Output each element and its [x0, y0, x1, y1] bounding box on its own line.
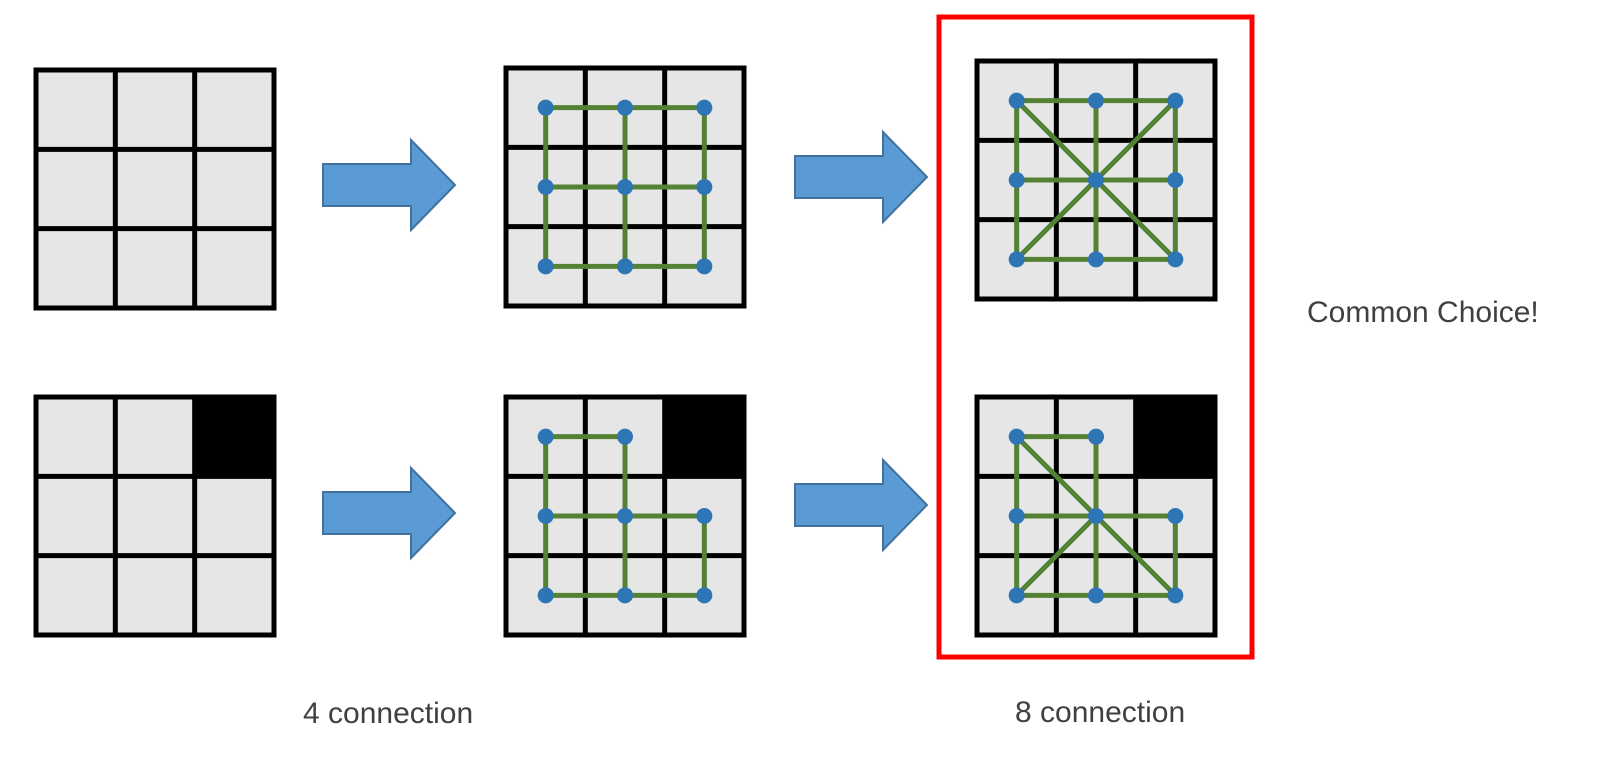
- grid-cell: [194, 149, 274, 229]
- connection-edge: [1093, 98, 1178, 183]
- grid-border: [974, 394, 1218, 638]
- grid-cell: [115, 476, 195, 556]
- blocked-cell: [194, 397, 274, 477]
- pixel-node: [1008, 508, 1025, 524]
- pixel-node: [1167, 508, 1184, 524]
- blocked-cell: [664, 397, 744, 477]
- bottom-plain-grid: [33, 394, 277, 638]
- bottom-arrow-2-icon: [794, 457, 929, 553]
- pixel-node: [1008, 428, 1025, 445]
- pixel-node: [696, 587, 713, 604]
- top-arrow-1-icon: [322, 137, 457, 233]
- pixel-node: [617, 258, 633, 275]
- connection-edge: [1014, 177, 1099, 262]
- pixel-node: [537, 99, 554, 116]
- grid-border: [33, 394, 277, 638]
- pixel-node: [1088, 92, 1104, 109]
- blocked-cell: [1135, 397, 1215, 477]
- pixel-node: [696, 179, 713, 195]
- pixel-node: [617, 428, 633, 445]
- grid-border: [974, 58, 1218, 302]
- grid-cell: [36, 397, 116, 477]
- pixel-node: [617, 179, 633, 195]
- grid-cell: [115, 228, 195, 308]
- pixel-node: [1008, 587, 1025, 604]
- pixel-node: [696, 99, 713, 116]
- bottom-8conn-grid: [974, 394, 1218, 638]
- grid-cell: [36, 476, 116, 556]
- pixel-node: [617, 99, 633, 116]
- common-choice-label: Common Choice!: [1307, 296, 1539, 329]
- eight-connection-label: 8 connection: [1015, 696, 1186, 729]
- pixel-node: [537, 179, 554, 195]
- pixel-node: [696, 258, 713, 275]
- common-choice-highlight-box: [936, 14, 1255, 660]
- grid-cell: [36, 70, 116, 150]
- bottom-arrow-1-icon: [322, 465, 457, 561]
- grid-cell: [36, 149, 116, 229]
- grid-cell: [194, 228, 274, 308]
- pixel-node: [537, 508, 554, 524]
- top-arrow-2-icon: [794, 129, 929, 225]
- connection-edge: [1093, 513, 1178, 598]
- connection-edge: [1014, 98, 1099, 183]
- connection-edge: [1093, 177, 1178, 262]
- pixel-node: [1088, 251, 1104, 268]
- pixel-node: [1167, 587, 1184, 604]
- grid-cell: [36, 555, 116, 635]
- grid-cell: [115, 555, 195, 635]
- pixel-node: [537, 587, 554, 604]
- grid-border: [503, 65, 747, 309]
- pixel-node: [617, 508, 633, 524]
- pixel-node: [1088, 172, 1104, 188]
- grid-cell: [36, 228, 116, 308]
- grid-cell: [115, 149, 195, 229]
- pixel-node: [1008, 251, 1025, 268]
- pixel-node: [1008, 92, 1025, 109]
- top-8conn-grid: [974, 58, 1218, 302]
- grid-border: [503, 394, 747, 638]
- pixel-node: [1088, 508, 1104, 524]
- pixel-node: [696, 508, 713, 524]
- grid-border: [33, 67, 277, 311]
- grid-cell: [194, 70, 274, 150]
- pixel-node: [617, 587, 633, 604]
- grid-cell: [194, 476, 274, 556]
- pixel-node: [1167, 92, 1184, 109]
- grid-cell: [115, 397, 195, 477]
- pixel-node: [1088, 587, 1104, 604]
- pixel-node: [1008, 172, 1025, 188]
- grid-cell: [115, 70, 195, 150]
- top-plain-grid: [33, 67, 277, 311]
- connection-edge: [1014, 513, 1099, 598]
- grid-cell: [194, 555, 274, 635]
- pixel-node: [1167, 172, 1184, 188]
- pixel-node: [1088, 428, 1104, 445]
- connection-edge: [1014, 434, 1099, 519]
- four-connection-label: 4 connection: [303, 697, 474, 730]
- pixel-node: [1167, 251, 1184, 268]
- pixel-node: [537, 258, 554, 275]
- top-4conn-grid: [503, 65, 747, 309]
- bottom-4conn-grid: [503, 394, 747, 638]
- pixel-node: [537, 428, 554, 445]
